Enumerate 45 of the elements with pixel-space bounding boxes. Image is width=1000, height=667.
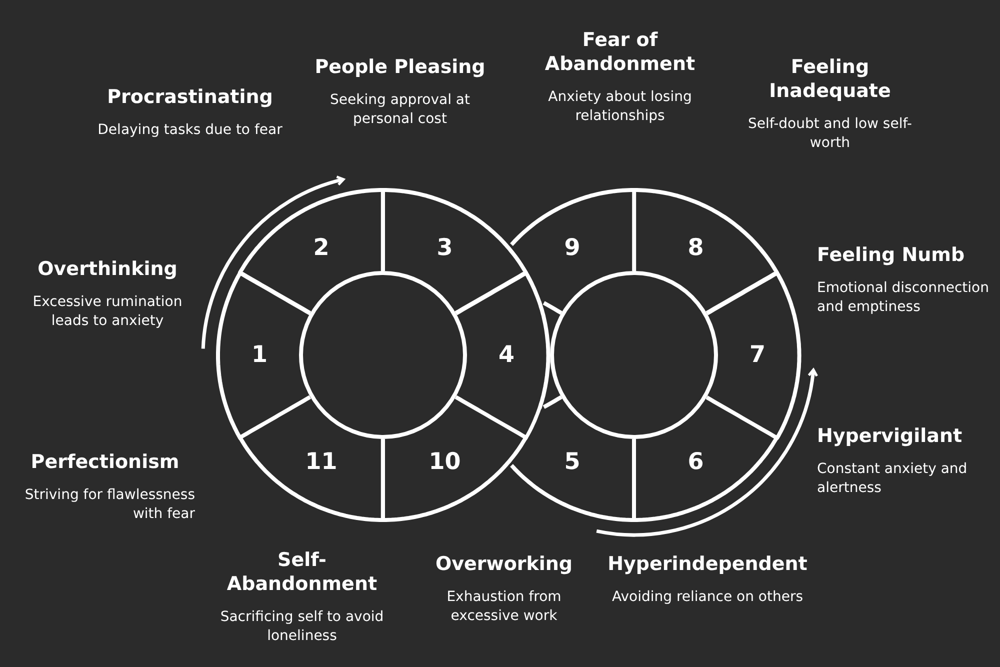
category-heading: Hyperindependent xyxy=(606,552,808,576)
description-text: Avoiding reliance on others xyxy=(610,588,804,607)
description-text: Excessive rumination leads to anxiety xyxy=(32,293,184,331)
ring-segment xyxy=(508,188,636,315)
segment-number: 7 xyxy=(749,342,766,368)
segment-number: 5 xyxy=(564,448,580,475)
ring-segment xyxy=(454,270,550,440)
category-heading: Hypervigilant xyxy=(817,424,964,448)
segment-number: 1 xyxy=(252,342,268,368)
segment-number: 4 xyxy=(498,342,514,368)
description-text: Delaying tasks due to fear xyxy=(96,121,284,140)
segment-number: 10 xyxy=(428,448,461,475)
category-heading: Overthinking xyxy=(36,257,178,281)
segment-number: 2 xyxy=(313,235,330,262)
inner-circle xyxy=(550,271,718,439)
category-heading: Self-Abandonment xyxy=(226,548,378,596)
category-heading: Perfectionism xyxy=(30,450,180,474)
ring-segment xyxy=(632,395,779,522)
description-text: Constant anxiety and alertness xyxy=(817,460,968,498)
ring-segment xyxy=(381,395,528,522)
description-text: Anxiety about losing relationships xyxy=(547,88,693,126)
description-text: Self-doubt and low self-worth xyxy=(747,115,913,153)
ring-segment xyxy=(216,270,312,440)
ring-segment xyxy=(632,188,779,315)
segment-number: 8 xyxy=(688,235,704,262)
description-text: Seeking approval at personal cost xyxy=(329,91,471,129)
ring-segment xyxy=(238,188,385,315)
description-text: Emotional disconnection and emptiness xyxy=(817,279,990,317)
category-heading: Feeling Inadequate xyxy=(768,55,892,103)
category-heading: Fear of Abandonment xyxy=(544,28,696,76)
category-heading: Procrastinating xyxy=(106,85,274,109)
segment-number: 3 xyxy=(436,235,453,262)
segment-number: 9 xyxy=(564,235,580,262)
category-heading: People Pleasing xyxy=(314,55,486,79)
category-heading: Feeling Numb xyxy=(817,243,966,267)
inner-circle xyxy=(299,271,467,439)
segment-number: 6 xyxy=(688,448,704,475)
description-text: Sacrificing self to avoid loneliness xyxy=(219,608,385,646)
category-heading: Overworking xyxy=(434,552,574,576)
description-text: Exhaustion from excessive work xyxy=(446,588,562,626)
ring-segment xyxy=(508,395,636,522)
ring-segment xyxy=(704,270,801,440)
ring-segment xyxy=(238,395,385,522)
segment-number: 11 xyxy=(305,448,338,475)
description-text: Striving for flawlessness with fear xyxy=(24,486,195,524)
